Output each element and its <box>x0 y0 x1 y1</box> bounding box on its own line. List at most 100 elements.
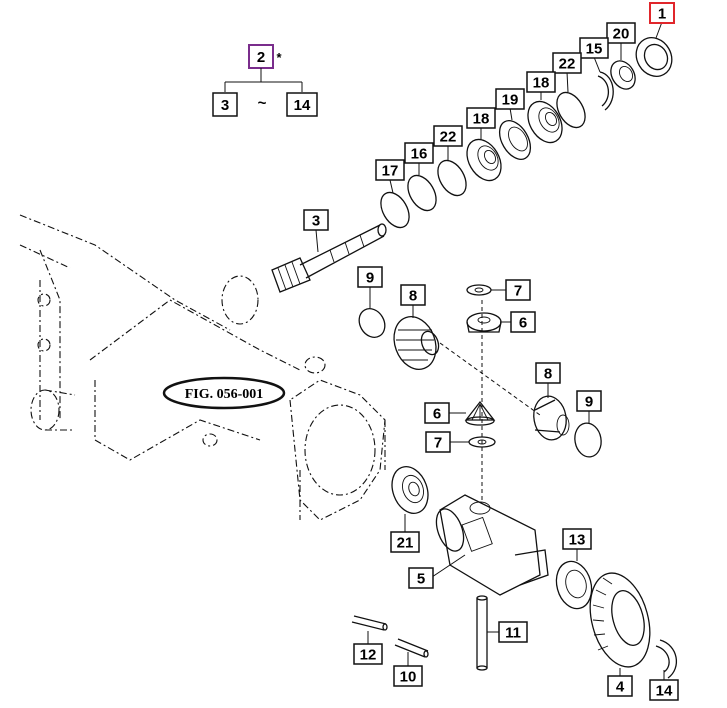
callout-number: 14 <box>656 683 673 700</box>
callout-box <box>424 402 450 424</box>
callout-number: 13 <box>569 532 586 549</box>
callout-box <box>408 567 434 589</box>
callout-box <box>353 643 383 665</box>
shim-22-upper <box>556 91 586 129</box>
callout-18[interactable]: 18 <box>466 107 496 129</box>
callout-number: 18 <box>473 111 490 128</box>
callout-box <box>357 266 383 288</box>
seal-1 <box>635 37 673 77</box>
callout-9[interactable]: 9 <box>357 266 383 288</box>
callout-box <box>576 390 602 412</box>
diff-case-5 <box>435 494 549 596</box>
callout-22[interactable]: 22 <box>433 125 463 147</box>
callout-box <box>505 279 531 301</box>
callout-number: 1 <box>658 6 666 23</box>
callout-number: 4 <box>616 679 625 696</box>
washer-7-upper <box>466 284 492 296</box>
callout-6[interactable]: 6 <box>424 402 450 424</box>
callout-10[interactable]: 10 <box>393 665 423 687</box>
callout-21[interactable]: 21 <box>390 531 420 553</box>
pin-10 <box>394 638 429 658</box>
snap-ring-15 <box>597 71 614 111</box>
bearing-18-upper <box>527 100 563 144</box>
ring-gear-4 <box>589 572 651 668</box>
callout-14[interactable]: 14 <box>649 679 679 701</box>
callout-box <box>606 22 636 44</box>
group-mark: * <box>276 50 282 65</box>
group-range-separator: ~ <box>258 95 267 112</box>
callout-5[interactable]: 5 <box>408 567 434 589</box>
callout-13[interactable]: 13 <box>562 528 592 550</box>
callout-number: 11 <box>505 625 521 642</box>
callout-number: 12 <box>360 647 377 664</box>
callout-box <box>433 125 463 147</box>
callout-box <box>510 311 536 333</box>
callout-box <box>393 665 423 687</box>
callout-18[interactable]: 18 <box>526 71 556 93</box>
bearing-18-lower <box>466 138 502 182</box>
callout-7[interactable]: 7 <box>425 431 451 453</box>
callout-number: 20 <box>613 26 630 43</box>
callout-19[interactable]: 19 <box>495 88 525 110</box>
callout-number: 17 <box>382 163 399 180</box>
callout-number: 22 <box>559 56 576 73</box>
callout-3[interactable]: 3 <box>303 209 329 231</box>
callout-box <box>495 88 525 110</box>
callout-box <box>400 284 426 306</box>
callout-number: 7 <box>514 283 522 300</box>
callout-box <box>552 52 582 74</box>
group-label: 2 <box>257 49 265 66</box>
callout-8[interactable]: 8 <box>400 284 426 306</box>
callout-number: 21 <box>397 535 414 552</box>
callout-number: 22 <box>440 129 457 146</box>
pinion-gear-6-lower <box>464 400 496 426</box>
figure-label-text: FIG. 056-001 <box>185 387 264 402</box>
callout-number: 3 <box>312 213 320 230</box>
callout-number: 8 <box>409 288 417 305</box>
callout-1[interactable]: 1 <box>649 2 675 24</box>
callout-16[interactable]: 16 <box>404 142 434 164</box>
callout-number: 16 <box>411 146 428 163</box>
callout-22[interactable]: 22 <box>552 52 582 74</box>
callout-17[interactable]: 17 <box>375 159 405 181</box>
snap-ring-14 <box>655 639 678 679</box>
callout-number: 19 <box>502 92 519 109</box>
callout-11[interactable]: 11 <box>498 621 528 643</box>
group-reference: 2 * 3 ~ 14 <box>212 44 318 117</box>
callout-box <box>649 679 679 701</box>
callout-number: 7 <box>434 435 442 452</box>
bearing-21 <box>391 466 429 514</box>
callout-box <box>466 107 496 129</box>
callout-number: 10 <box>400 669 417 686</box>
callout-box <box>404 142 434 164</box>
side-gear-8-left <box>393 316 440 370</box>
bearing-13 <box>555 560 593 610</box>
callout-20[interactable]: 20 <box>606 22 636 44</box>
callout-number: 5 <box>417 571 425 588</box>
washer-9-left <box>358 308 386 338</box>
shim-22-lower <box>437 159 467 197</box>
side-gear-8-right <box>533 395 570 441</box>
callout-15[interactable]: 15 <box>579 37 609 59</box>
callout-number: 9 <box>366 270 374 287</box>
callout-number: 6 <box>519 315 527 332</box>
callout-6[interactable]: 6 <box>510 311 536 333</box>
callout-4[interactable]: 4 <box>607 675 633 697</box>
callout-number: 6 <box>433 406 441 423</box>
axle-housing <box>19 214 386 521</box>
callout-12[interactable]: 12 <box>353 643 383 665</box>
callout-box <box>607 675 633 697</box>
callout-9[interactable]: 9 <box>576 390 602 412</box>
leader-lines <box>315 21 665 680</box>
callout-number: 8 <box>544 366 552 383</box>
spacer-19 <box>498 120 532 160</box>
callout-number: 18 <box>533 75 550 92</box>
callout-7[interactable]: 7 <box>505 279 531 301</box>
shim-16 <box>407 174 437 212</box>
callout-box <box>390 531 420 553</box>
callout-8[interactable]: 8 <box>535 362 561 384</box>
cross-shaft-11 <box>476 595 488 671</box>
pinion-shaft-3 <box>271 223 387 293</box>
callout-box <box>303 209 329 231</box>
group-range-to: 14 <box>294 97 311 114</box>
